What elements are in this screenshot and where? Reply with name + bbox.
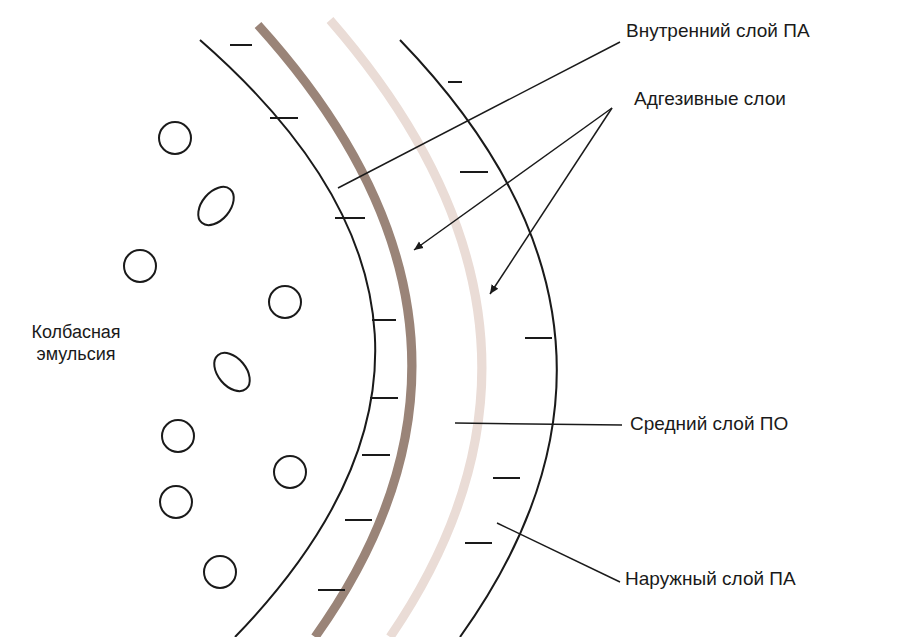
content-label: Колбасная эмульсия (16, 322, 136, 365)
inner-adhesive-layer (258, 25, 412, 637)
layer-label: Адгезивные слои (634, 88, 786, 111)
leader-lines (338, 42, 622, 582)
layer-label: Наружный слой ПА (625, 568, 796, 591)
layer-label: Средний слой ПО (630, 413, 788, 436)
outer-surface (400, 40, 557, 637)
inner-surface (200, 40, 375, 637)
outer-adhesive-layer (330, 20, 482, 637)
layer-label: Внутренний слой ПА (626, 20, 810, 43)
emulsion-particles (124, 122, 306, 588)
layer-hatching (230, 45, 552, 590)
